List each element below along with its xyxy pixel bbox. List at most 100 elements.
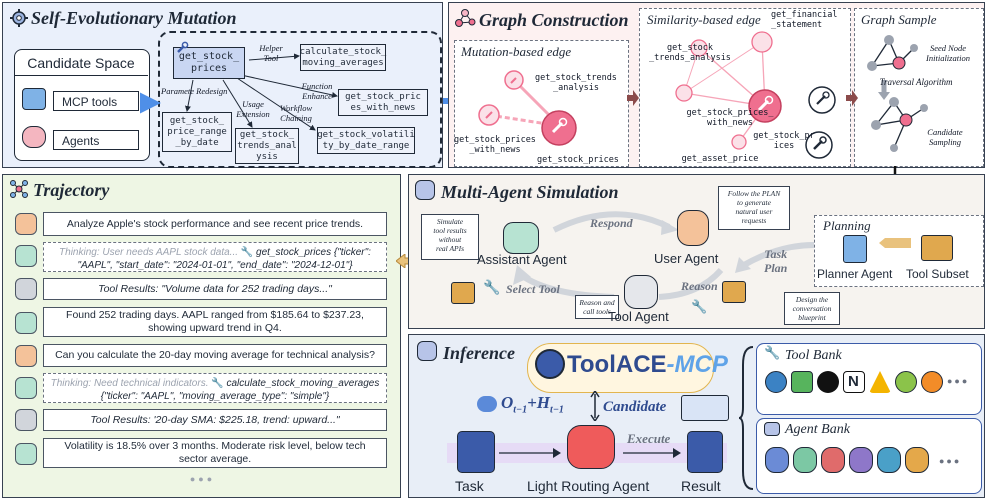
select-tool-label: Select Tool [506, 282, 560, 296]
agent-bank-robot-icon [764, 422, 780, 436]
brand-mcp: -MCP [666, 351, 728, 378]
select-tool-wrench-icon: 🔧 [483, 279, 501, 295]
tool-globe-icon [765, 371, 787, 393]
mutation-panel: Self-Evolutionary Mutation Candidate Spa… [2, 2, 443, 168]
label-function-enhance: Function Enhance [301, 81, 333, 101]
agent-icon-2 [793, 447, 817, 473]
execute-arrow [623, 448, 681, 458]
tool-avatar [15, 278, 37, 300]
agent-icon-3 [821, 447, 845, 473]
tool-call-wrench-icon-2: 🔧 [211, 378, 224, 389]
user-avatar-2 [15, 345, 37, 367]
tool-price-range: get_stock_ price_range _by_date [162, 112, 232, 152]
similarity-edge-title: Similarity-based edge [647, 12, 761, 27]
node-get-stock-prices: get_stock_prices [537, 155, 619, 165]
reason-note: Reason and call tools [575, 295, 619, 319]
graph-sample-box [854, 8, 984, 167]
candidate-space-divider [14, 75, 148, 76]
tool-volatility: get_stock_volatili ty_by_date_range [317, 127, 415, 154]
execute-label: Execute [627, 431, 671, 446]
traj-msg-user-1: Analyze Apple's stock performance and se… [43, 212, 387, 236]
agents-label: Agents [53, 130, 139, 150]
simulation-panel: Multi-Agent Simulation Simulate tool res… [408, 174, 985, 329]
assistant-agent-icon [503, 222, 539, 254]
graph-sample-drawing [867, 35, 928, 152]
obs-symbol: O [501, 393, 514, 412]
router-icon [567, 425, 615, 469]
graph-panel: Graph Construction Mutation-based edge g… [448, 2, 985, 168]
mutation-edge-box [454, 40, 629, 167]
planner-agent-label: Planner Agent [817, 267, 893, 281]
result-label: Result [681, 478, 721, 494]
brand-gear-icon [535, 349, 565, 379]
task-icon [457, 431, 495, 473]
agent-icon-4 [849, 447, 873, 473]
tool-maps-icon [791, 371, 813, 393]
traj-msg-tool-2: Tool Results: '20-day SMA: $225.18, tren… [43, 409, 387, 431]
agent-icon-1 [765, 447, 789, 473]
traj-msg-assistant-2: Found 252 trading days. AAPL ranged from… [43, 307, 387, 337]
tool-root-get-stock-prices: get_stock_ prices [173, 47, 245, 79]
reason-wrench-icon: 🔧 [691, 299, 708, 314]
graph-title: Graph Construction [479, 10, 629, 30]
user-avatar [15, 213, 37, 235]
trajectory-title: Trajectory [33, 180, 110, 200]
obs-hist-formula: Ot−1+Ht−1 [501, 393, 564, 415]
inference-robot-icon [417, 341, 437, 361]
task-label: Task [455, 478, 484, 494]
follow-plan-note: Follow the PLAN to generate natural user… [718, 186, 790, 230]
node-trends-analysis: get_stock_trends _analysis [535, 73, 617, 93]
tool-theater-icon [895, 371, 917, 393]
result-icon [687, 431, 723, 473]
tool-agent-icon [624, 275, 658, 309]
graph-sample-title: Graph Sample [861, 12, 937, 27]
trajectory-network-icon [10, 180, 28, 198]
obs-subscript: t−1 [513, 404, 528, 416]
tool-subset-label: Tool Subset [906, 267, 969, 281]
mutation-edge-title: Mutation-based edge [461, 44, 572, 59]
trajectory-panel: Trajectory Analyze Apple's stock perform… [2, 174, 401, 498]
bank-bracket [739, 346, 754, 490]
tool-subset-icon [921, 235, 953, 261]
task-plan-label: Task Plan [764, 247, 788, 275]
task-arrow [499, 448, 561, 458]
traj-msg-assistant-1: Thinking: User needs AAPL stock data... … [43, 242, 387, 272]
assistant-avatar-3 [15, 377, 37, 399]
user-agent-icon [677, 210, 709, 246]
agent-bank-title: Agent Bank [785, 422, 850, 437]
design-note: Design the conversation blueprint [784, 292, 840, 325]
select-tool-icons [451, 282, 475, 304]
tool-notion-glyph: N [848, 373, 859, 390]
simulation-title: Multi-Agent Simulation [441, 182, 619, 202]
traj-msg-assistant-3: Thinking: Need technical indicators. 🔧 c… [43, 373, 387, 403]
simulation-robot-icon [415, 180, 435, 200]
mutation-edges [140, 53, 338, 131]
seed-node-label: Seed Node Initialization [926, 43, 970, 63]
assistant-avatar-2 [15, 312, 37, 334]
planning-arrow [879, 238, 911, 248]
tool-call-wrench-icon: 🔧 [240, 247, 254, 258]
planning-box [814, 215, 984, 287]
tool-bank-wrench-icon: 🔧 [764, 345, 781, 360]
mutation-title: Self-Evolutionary Mutation [31, 8, 237, 28]
assistant-avatar-4 [15, 443, 37, 465]
wrench-icon [177, 41, 189, 53]
label-usage-extension: Usage Extension [236, 99, 270, 119]
agent-bank-more: ●●● [939, 456, 962, 466]
thinking-text-2: Thinking: Need technical indicators. [50, 378, 209, 389]
sim-node-with-news: get_stock_prices_ with_news [686, 108, 774, 128]
inference-panel: Inference ToolACE-MCP Ot−1+Ht−1 Candidat… [408, 334, 985, 498]
tool-moving-averages: calculate_stock_ moving_averages [300, 44, 386, 71]
traj-msg-assistant-4: Volatility is 18.5% over 3 months. Moder… [43, 438, 387, 468]
assistant-agent-label: Assistant Agent [477, 252, 567, 267]
planning-title: Planning [823, 218, 871, 233]
tool-bank-title: Tool Bank [785, 348, 842, 363]
reason-label: Reason [681, 279, 718, 293]
candidate-sampling-label: Candidate Sampling [927, 127, 963, 147]
tool-blender-icon [921, 371, 943, 393]
mcp-tools-label: MCP tools [53, 91, 139, 111]
thinking-text: Thinking: User needs AAPL stock data... [59, 247, 239, 258]
assistant-avatar [15, 245, 37, 267]
mcp-tools-icon [22, 88, 46, 110]
traversal-label: Traversal Algorithm [879, 77, 953, 87]
